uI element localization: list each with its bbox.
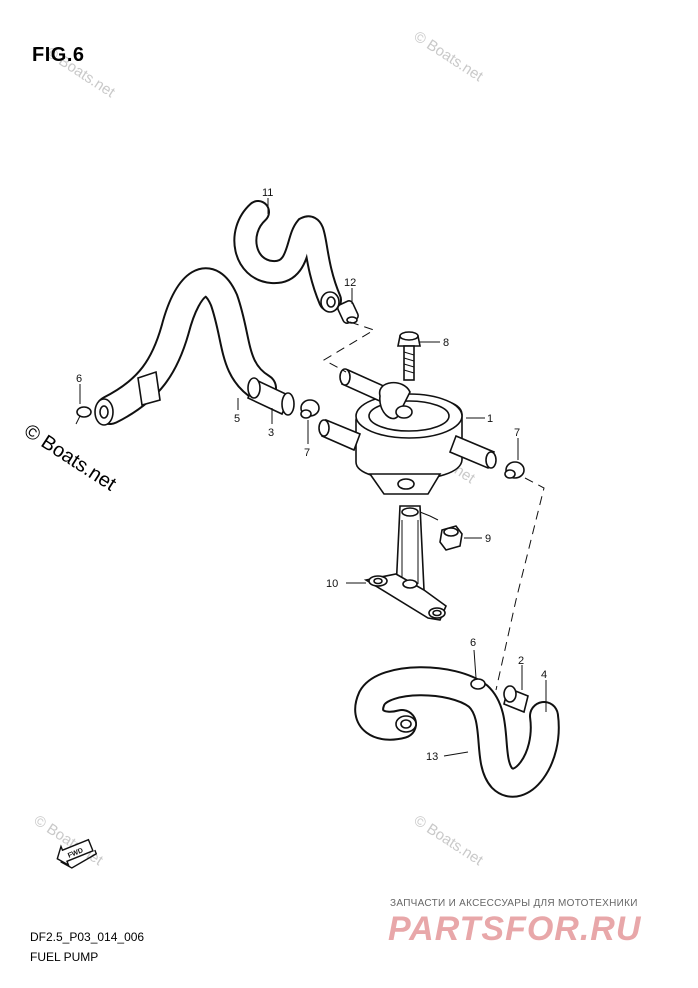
callout-label: 8 [443, 337, 449, 349]
figure-name: FUEL PUMP [30, 950, 99, 964]
bolt-8 [397, 331, 421, 381]
callout-label: 3 [268, 427, 274, 439]
figure-title: FIG.6 [32, 44, 85, 66]
callout-label: 9 [485, 533, 491, 545]
callout-label: 13 [426, 751, 438, 763]
hose-11 [233, 200, 342, 313]
fuel-pump-1 [318, 368, 497, 495]
fwd-arrow-icon: FWD [56, 838, 98, 869]
clip-6-left [75, 406, 92, 425]
callout-label: 5 [234, 413, 240, 425]
callout-label: 12 [344, 277, 356, 289]
callout-label: 7 [514, 427, 520, 439]
callout-label: 1 [487, 413, 493, 425]
leader-lines [79, 198, 547, 757]
clip-7-right [504, 461, 525, 479]
hose-5 [94, 267, 277, 426]
connection-line [322, 321, 376, 373]
bracket-10 [363, 505, 447, 621]
callout-label: 11 [262, 187, 273, 199]
callout-numbers: 1 2 3 4 5 6 6 7 7 8 9 10 11 12 13 [76, 187, 547, 763]
brand-logo: PARTSFOR.RU [388, 910, 642, 948]
promo-tagline: ЗАПЧАСТИ И АКСЕССУАРЫ ДЛЯ МОТОТЕХНИКИ [390, 898, 638, 909]
callout-label: 7 [304, 447, 310, 459]
callout-label: 2 [518, 655, 524, 667]
hose-2 [503, 685, 529, 714]
callout-label: 6 [470, 637, 476, 649]
figure-code: DF2.5_P03_014_006 [30, 930, 145, 944]
connection-line [419, 511, 439, 521]
fitting-12 [337, 300, 359, 324]
hose-13 [354, 666, 560, 798]
clip-7-left [300, 399, 320, 419]
callout-label: 4 [541, 669, 547, 681]
nut-9 [439, 525, 463, 551]
hose-3 [246, 377, 295, 416]
callout-label: 10 [326, 578, 338, 590]
connection-line [495, 477, 545, 691]
clip-6-lower [470, 678, 486, 690]
callout-label: 6 [76, 373, 82, 385]
